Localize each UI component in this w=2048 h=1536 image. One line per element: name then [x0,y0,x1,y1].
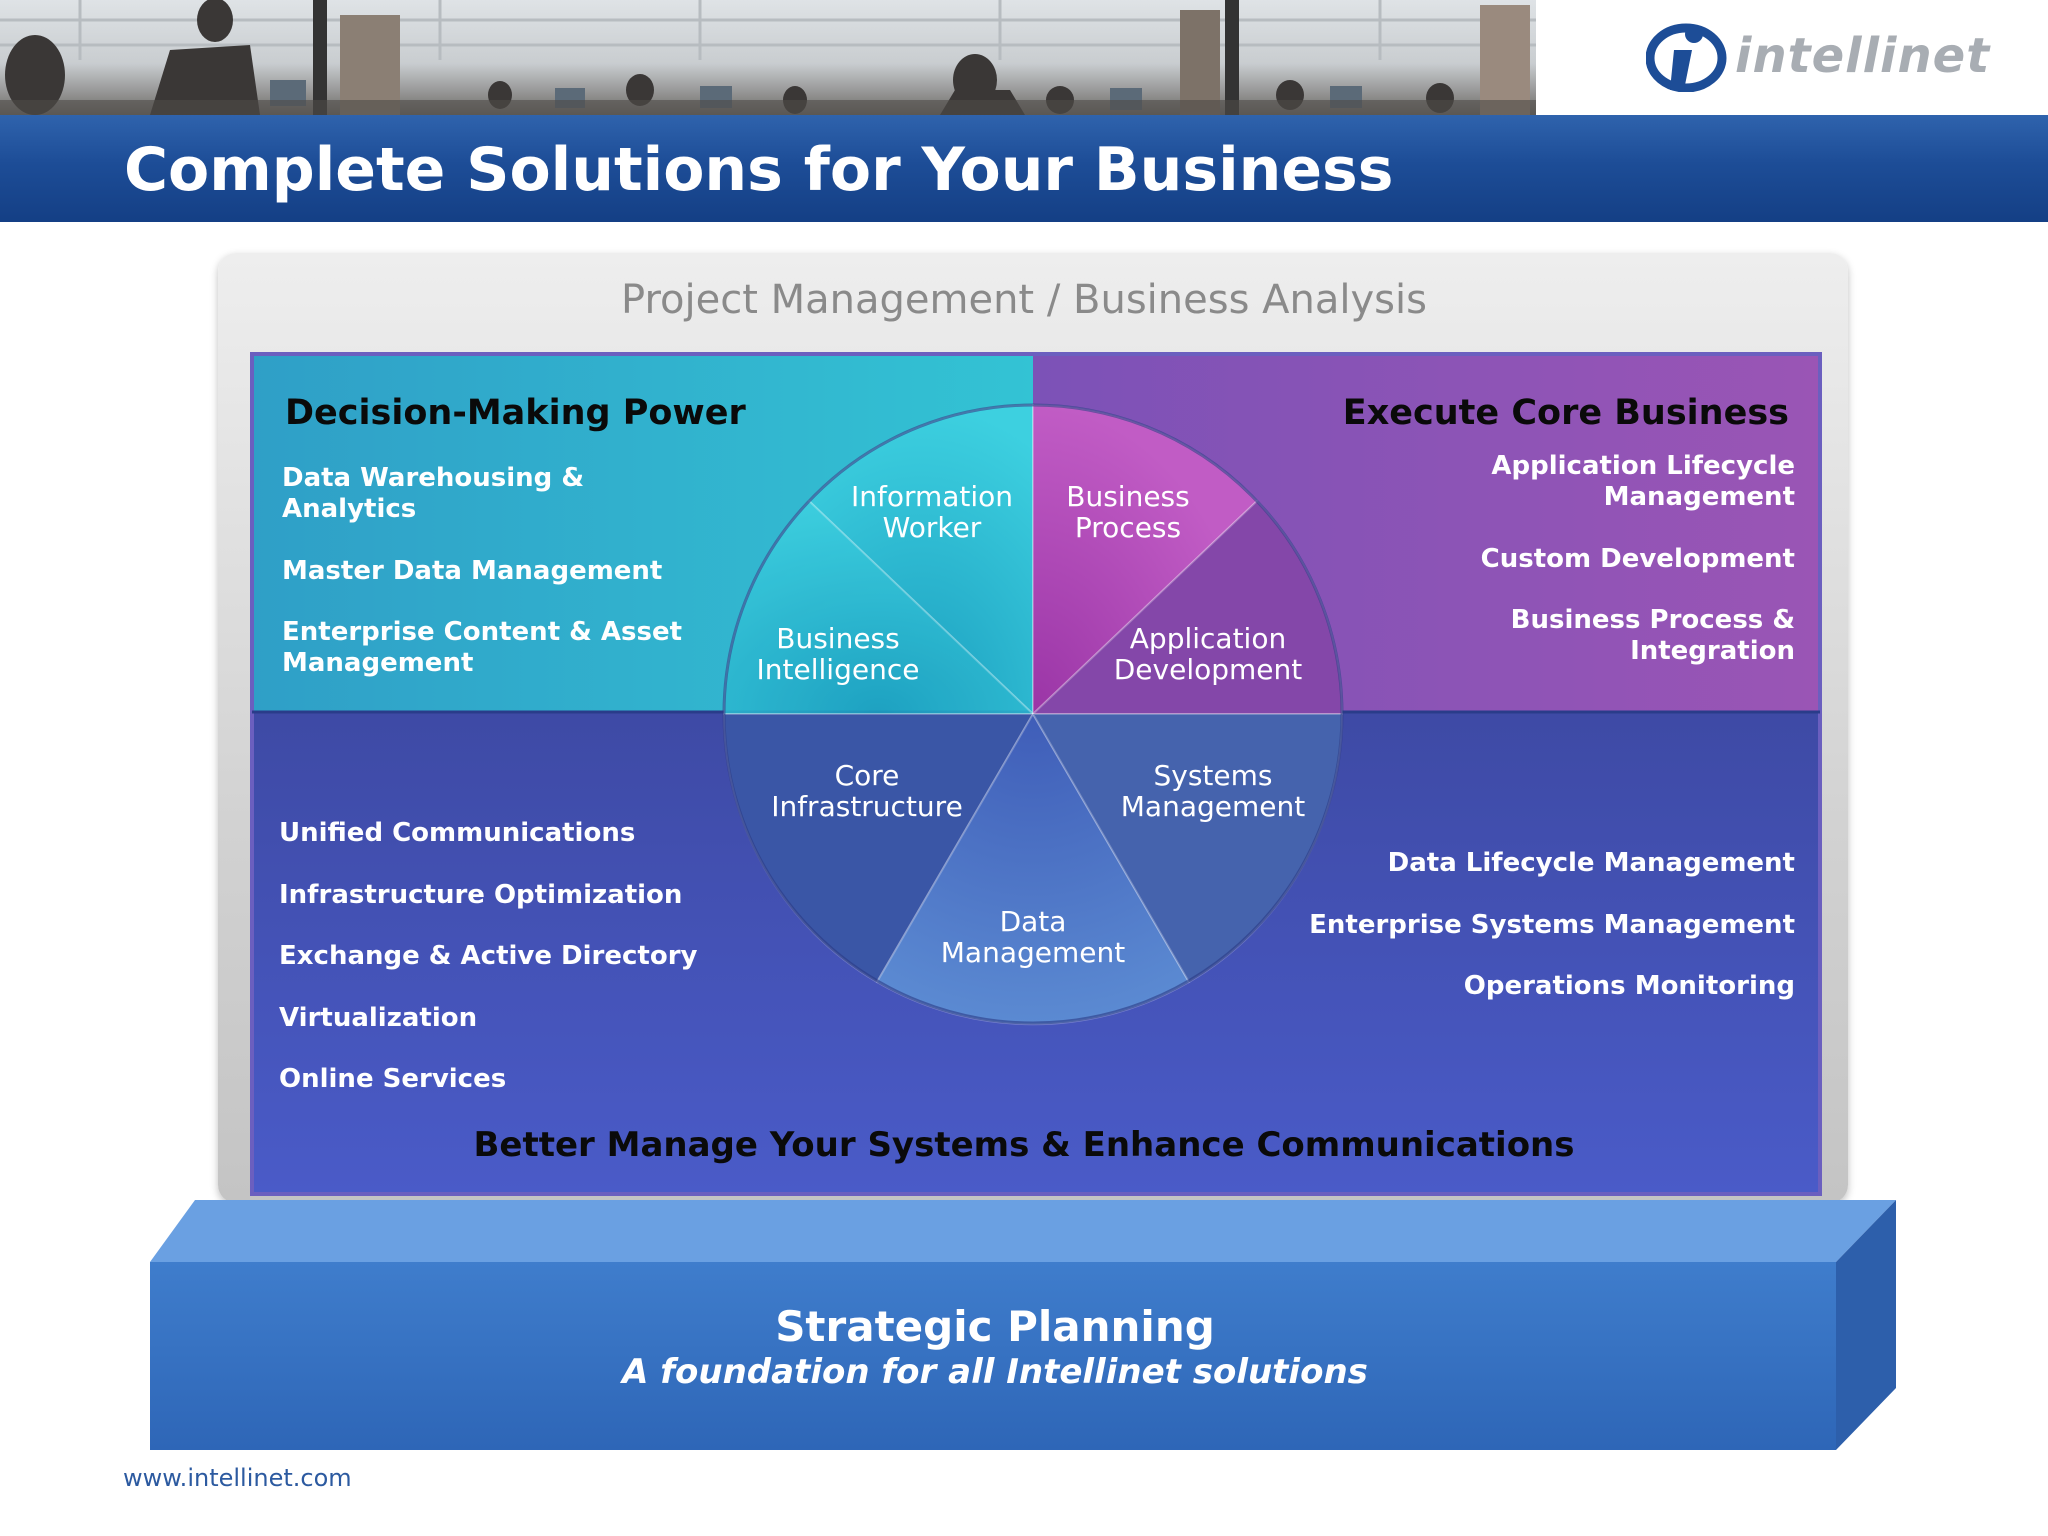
list-item: Operations Monitoring [1463,971,1795,1001]
list-item: Infrastructure Optimization [279,880,683,910]
list-item: Online Services [279,1064,507,1094]
wheel-label-data-management: Data Management [940,905,1126,969]
list-item: Unified Communications [279,818,636,848]
list-item: Application Lifecycle Management [1491,451,1795,512]
wheel-label-systems-management: Systems Management [1120,759,1306,823]
list-item: Enterprise Content & Asset Management [282,617,683,678]
foundation-title: Strategic Planning [775,1302,1215,1351]
list-item: Enterprise Systems Management [1309,910,1795,940]
list-item: Data Lifecycle Management [1387,848,1795,878]
foundation-top-face [150,1200,1896,1262]
list-item: Master Data Management [282,556,663,586]
wheel-label-core-infrastructure: Core Infrastructure [771,759,963,823]
list-item: Data Warehousing & Analytics [282,463,585,524]
brand-logo-text: intellinet [1735,28,1991,84]
frame-heading: Project Management / Business Analysis [621,277,1427,323]
wheel-label-business-intelligence: Business Intelligence [756,622,920,686]
logo-area [1536,0,2048,115]
wheel-label-business-process: Business Process [1066,480,1190,544]
list-item: Business Process & Integration [1510,605,1795,666]
foundation-side-face [1836,1200,1896,1450]
quadrant-title-execute-core: Execute Core Business [1342,393,1789,433]
quadrant-title-decision-making: Decision-Making Power [285,393,746,433]
wheel-label-information-worker: Information Worker [850,480,1014,544]
page-title: Complete Solutions for Your Business [124,135,1394,205]
intellinet-logo-icon [1646,23,1727,92]
list-item: Custom Development [1480,544,1795,574]
list-item: Virtualization [279,1003,478,1033]
solutions-wheel [722,403,1344,1026]
foundation-subtitle: A foundation for all Intellinet solution… [622,1352,1368,1392]
list-item: Exchange & Active Directory [279,941,698,971]
header-banner-photo [0,0,1536,115]
quadrant-title-manage-systems: Better Manage Your Systems & Enhance Com… [473,1125,1575,1165]
title-bar [0,115,2048,222]
wheel-label-application-development: Application Development [1113,622,1303,686]
footer-website-link[interactable]: www.intellinet.com [123,1464,352,1492]
foundation-front-face [150,1262,1836,1450]
